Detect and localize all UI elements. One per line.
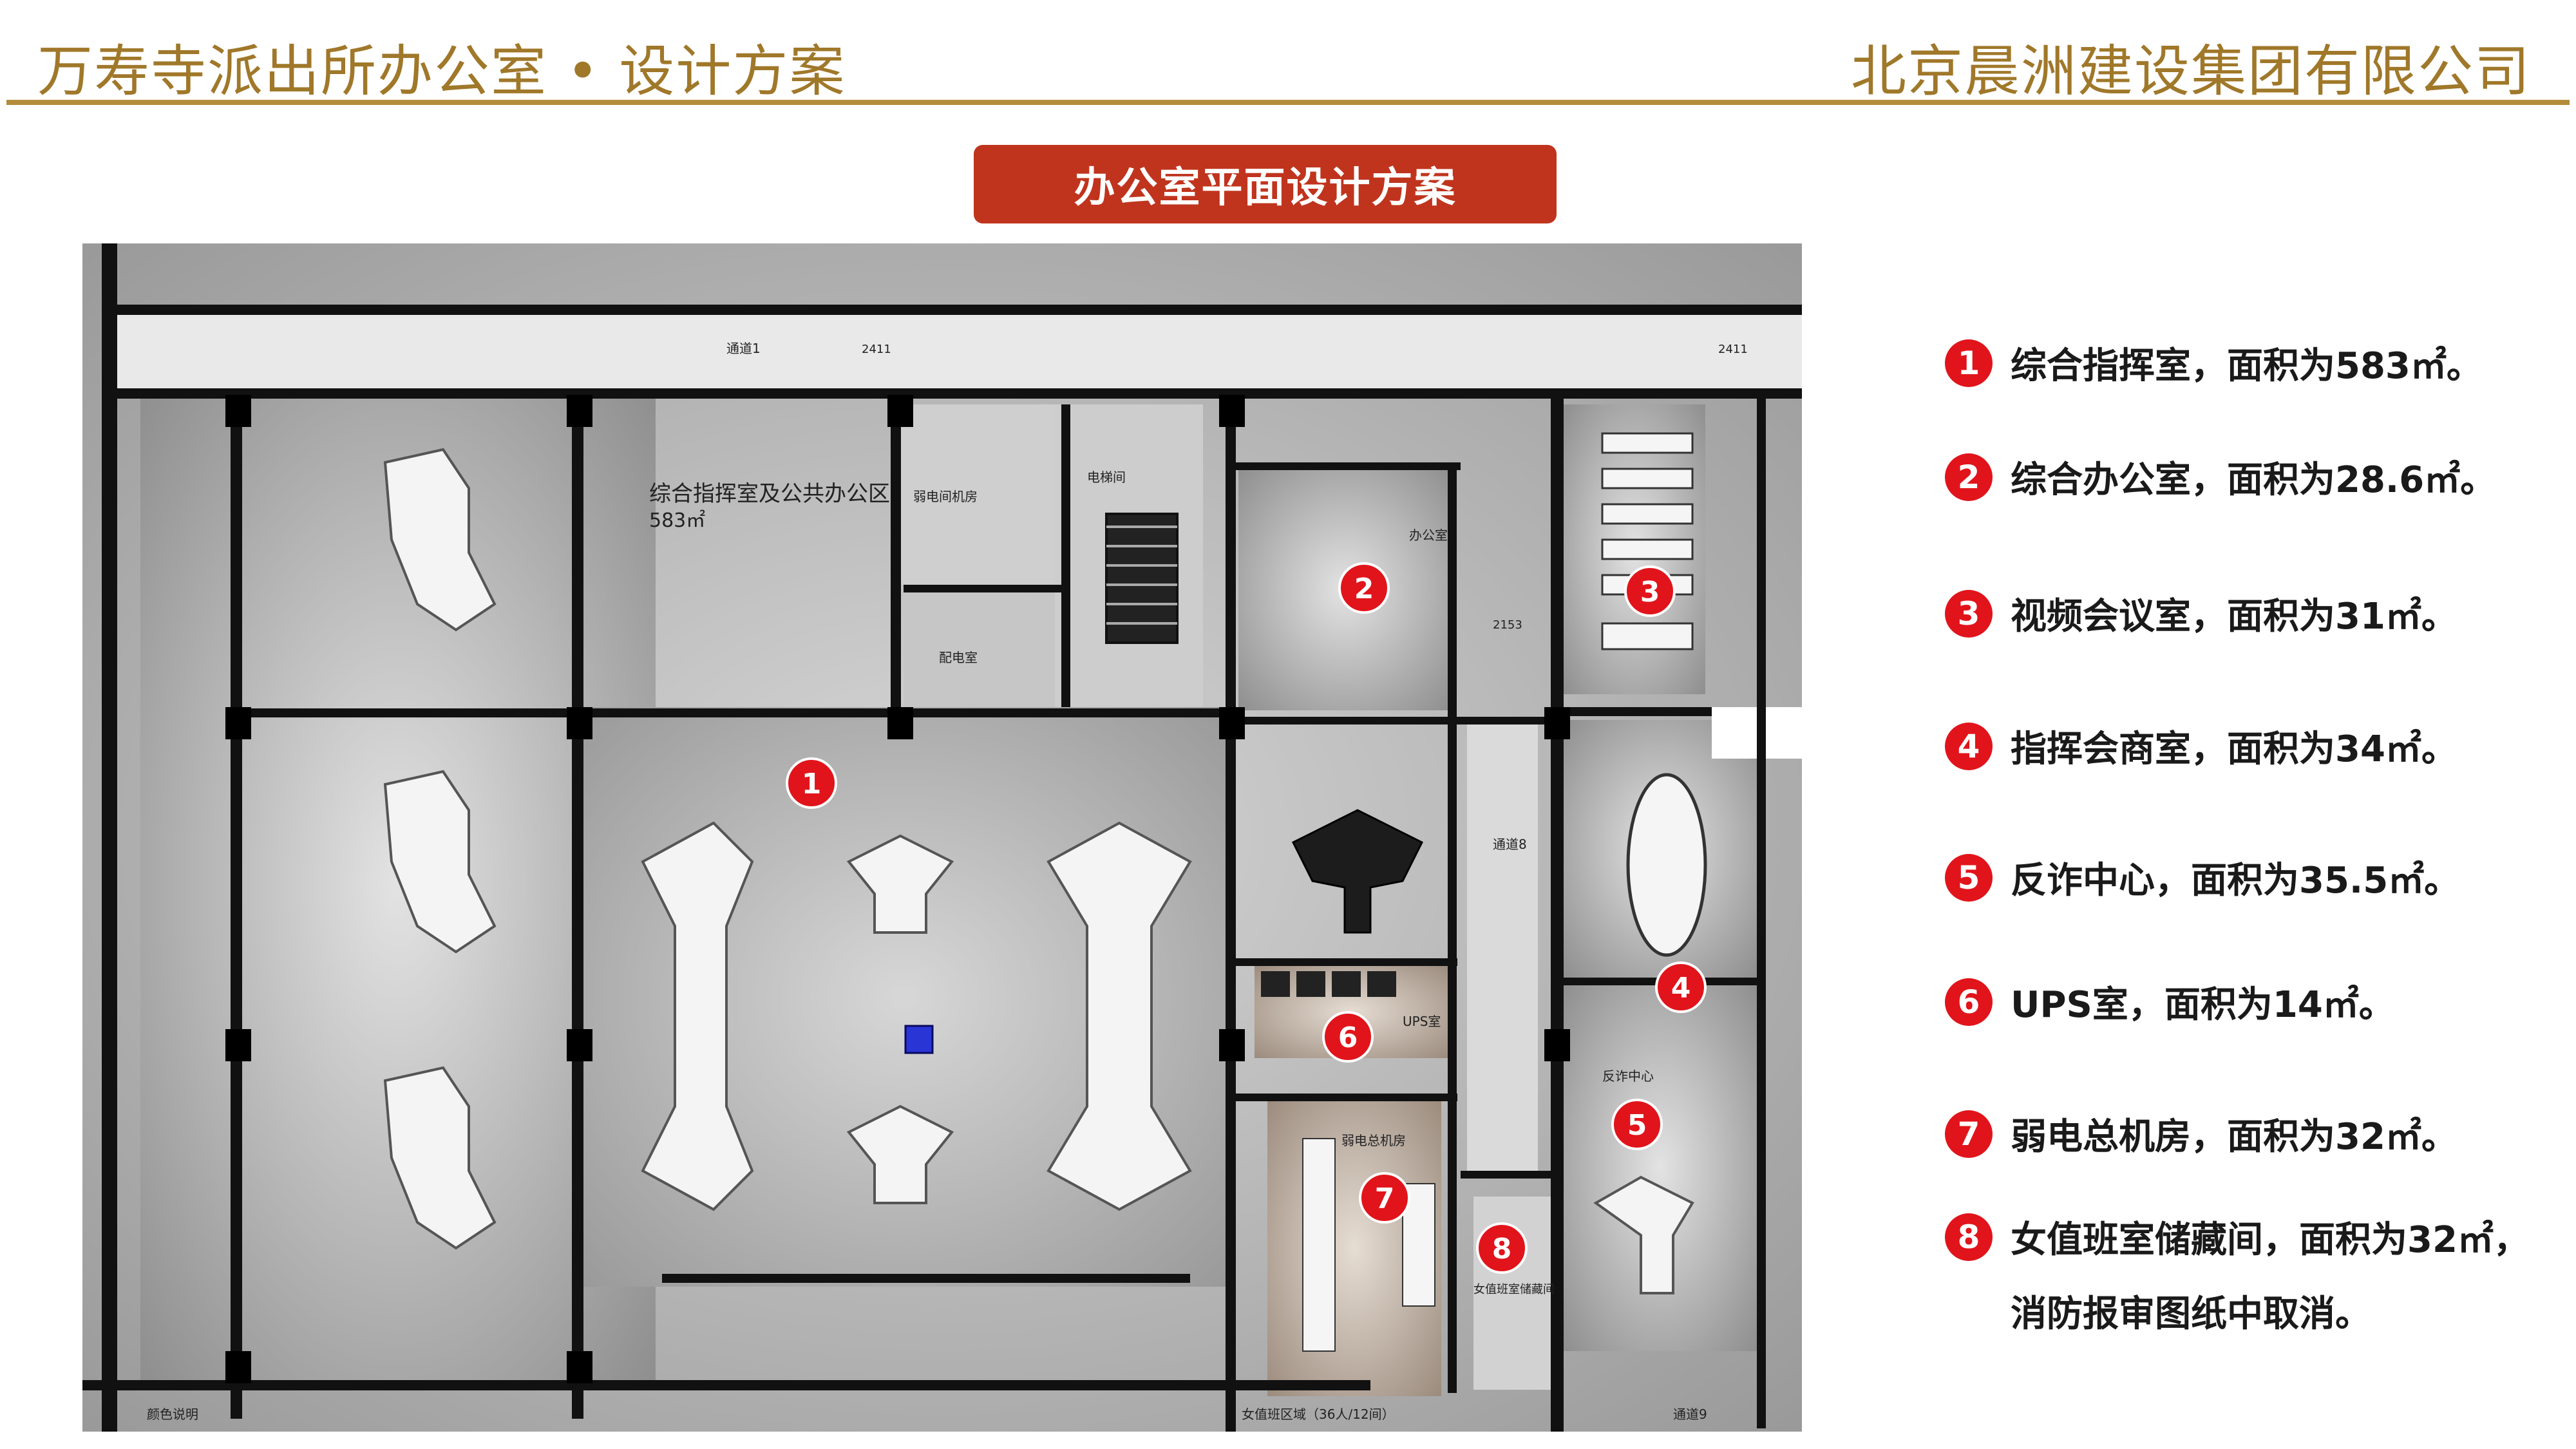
marker-2 [1338,562,1390,614]
marker-1 [786,757,837,809]
legend-item-8: 8 女值班室储藏间，面积为32㎡， [1945,1211,2530,1263]
header-divider [6,100,2570,105]
label-room-anti-fraud: 反诈中心 [1602,1068,1654,1084]
legend-item-2: 2 综合办公室，面积为28.6㎡。 [1945,451,2496,503]
ups-cabinets [1261,971,1396,997]
legend-text-5: 反诈中心，面积为35.5㎡。 [2011,860,2461,902]
marker-6-label: 6 [1338,1021,1358,1054]
label-dim-2153: 2153 [1493,618,1522,632]
label-dim-2411-a: 2411 [862,343,891,356]
marker-5-label: 5 [1627,1109,1647,1142]
blue-marker-square [904,1025,934,1054]
legend-text-8-continuation: 消防报审图纸中取消。 [2011,1293,2371,1335]
corridor-8 [1467,720,1538,1171]
legend-item-5: 5 反诈中心，面积为35.5㎡。 [1945,851,2460,904]
label-room-office: 办公室 [1409,527,1448,543]
legend-text-4: 指挥会商室，面积为34㎡。 [2011,728,2458,770]
corridor-top [108,305,1802,388]
legend-text-1: 综合指挥室，面积为583㎡。 [2011,345,2483,387]
legend-item-4: 4 指挥会商室，面积为34㎡。 [1945,720,2458,772]
legend-badge-2: 2 [1945,453,1993,501]
label-room-weak-current: 弱电间机房 [913,489,978,504]
legend-text-6: UPS室，面积为14㎡。 [2011,984,2395,1026]
legend-item-6: 6 UPS室，面积为14㎡。 [1945,976,2395,1028]
legend-item-1: 1 综合指挥室，面积为583㎡。 [1945,337,2483,389]
label-corridor-8: 通道8 [1493,837,1527,852]
workstations-left [383,448,497,1250]
plan-labels: 综合指挥室及公共办公区 583㎡ 通道1 2411 2411 2153 弱电间机… [147,341,1748,1422]
legend-text-7: 弱电总机房，面积为32㎡。 [2011,1116,2458,1158]
stairs [1105,513,1179,644]
header-right-title: 北京晨洲建设集团有限公司 [1851,39,2531,104]
label-room-elevator: 电梯间 [1087,469,1126,485]
label-room-power: 配电室 [939,650,978,665]
legend-badge-6: 6 [1945,978,1993,1026]
label-legend-name: 颜色说明 [147,1406,198,1422]
marker-6 [1322,1011,1374,1063]
room-weak-current [900,404,1055,585]
label-seating-area: 女值班区域（36人/12间） [1242,1406,1395,1422]
marker-8 [1476,1222,1528,1274]
marker-7 [1359,1172,1410,1224]
legend-badge-5: 5 [1945,853,1993,902]
legend-item-3: 3 视频会议室，面积为31㎡。 [1945,587,2458,639]
label-main-area-size: 583㎡ [649,509,705,532]
legend-badge-4: 4 [1945,722,1993,770]
marker-1-label: 1 [802,768,822,800]
legend-badge-3: 3 [1945,589,1993,638]
label-room-ups: UPS室 [1403,1014,1441,1029]
columns [225,395,1570,1383]
label-room-weak-main: 弱电总机房 [1341,1133,1406,1148]
marker-4 [1655,961,1707,1013]
floor-plan: 综合指挥室及公共办公区 583㎡ 通道1 2411 2411 2153 弱电间机… [82,243,1802,1432]
section-title: 办公室平面设计方案 [974,145,1557,223]
marker-4-label: 4 [1671,972,1691,1005]
label-main-area: 综合指挥室及公共办公区 [649,481,890,507]
plan-markers: 1 2 3 4 5 6 7 8 [786,562,1707,1274]
room-anti-fraud [1564,984,1757,1351]
legend-badge-7: 7 [1945,1110,1993,1158]
marker-5 [1611,1099,1663,1150]
label-room-storage: 女值班室储藏间 [1473,1283,1555,1296]
label-dim-2411-b: 2411 [1718,343,1748,356]
legend-badge-8: 8 [1945,1213,1993,1261]
legend-badge-1: 1 [1945,339,1993,387]
legend-text-2: 综合办公室，面积为28.6㎡。 [2011,459,2497,501]
marker-7-label: 7 [1375,1182,1395,1215]
workstation-y [1291,809,1424,934]
marker-8-label: 8 [1492,1233,1512,1265]
conference-table [1626,773,1707,957]
marker-3-label: 3 [1640,576,1660,609]
legend-text-3: 视频会议室，面积为31㎡。 [2011,596,2458,638]
workstations-center [641,821,1192,1211]
header-left-title: 万寿寺派出所办公室 • 设计方案 [37,39,846,104]
legend-text-8: 女值班室储藏间，面积为32㎡， [2011,1219,2530,1261]
anti-fraud-workstation [1593,1175,1694,1294]
label-corridor-1: 通道1 [726,341,761,356]
marker-3 [1624,565,1676,617]
legend-item-7: 7 弱电总机房，面积为32㎡。 [1945,1108,2458,1160]
marker-2-label: 2 [1354,573,1374,605]
label-corridor-9: 通道9 [1673,1406,1707,1422]
room-power [904,594,1058,707]
walls [82,243,1802,1432]
